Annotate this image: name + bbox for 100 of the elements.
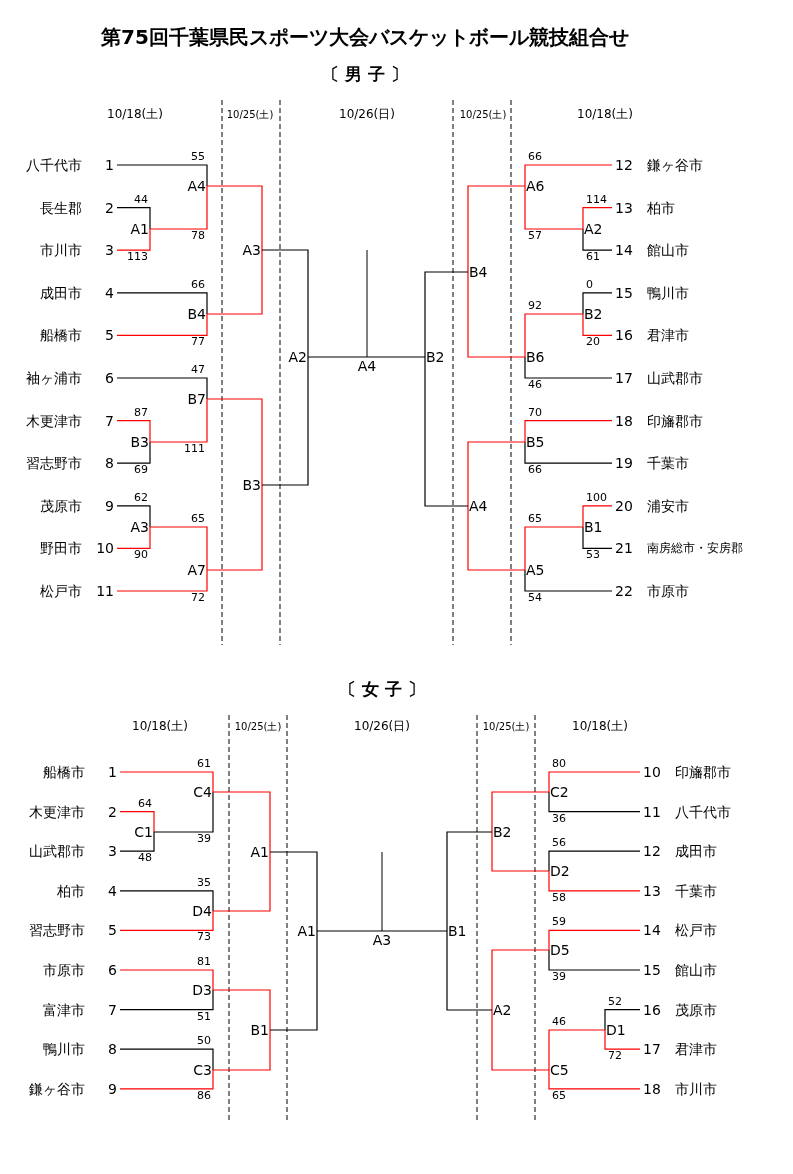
seed-number: 22 (615, 582, 634, 600)
bracket-line (582, 228, 613, 251)
date-heading: 10/25(土) (459, 109, 507, 121)
bracket-line (212, 989, 271, 1031)
team-name: 富津市 (43, 1001, 85, 1018)
team-name: 君津市 (647, 327, 689, 344)
seed-number: 9 (104, 497, 114, 514)
bracket-line (116, 569, 208, 592)
score-label: 39 (552, 971, 566, 984)
bracket-line (119, 890, 214, 912)
score-label: 77 (191, 336, 205, 350)
score-label: 20 (586, 336, 600, 350)
bracket-line (261, 249, 309, 358)
score-label: 73 (197, 931, 211, 945)
team-name: 鎌ヶ谷市 (647, 156, 703, 174)
bracket-line (116, 526, 151, 549)
bracket-line (446, 831, 493, 932)
team-name: 野田市 (40, 540, 82, 557)
match-label: B4 (469, 263, 488, 281)
bracket-line (119, 1069, 214, 1090)
seed-number: 10 (643, 763, 662, 781)
bracket-line (524, 569, 613, 592)
seed-number: 17 (643, 1041, 662, 1058)
team-name: 館山市 (675, 961, 717, 979)
bracket-line (582, 313, 613, 336)
score-label: 50 (197, 1035, 211, 1049)
score-label: 65 (552, 1089, 566, 1103)
bracket-line (206, 484, 263, 571)
score-label: 65 (191, 513, 205, 526)
bracket-line (206, 249, 263, 315)
bracket-line (119, 811, 155, 833)
match-label: A1 (250, 843, 269, 861)
team-name: 習志野市 (26, 455, 82, 472)
match-label: A2 (288, 348, 307, 366)
score-label: 44 (134, 193, 148, 207)
bracket-line (119, 1048, 214, 1071)
match-label: B2 (584, 305, 603, 323)
bracket-line (446, 930, 493, 1011)
section-heading: 〔 男 子 〕 (322, 65, 408, 85)
bracket-line (548, 1029, 606, 1071)
bracket-line (307, 356, 368, 358)
team-name: 鴨川市 (43, 1041, 85, 1058)
team-name: 市原市 (43, 961, 85, 979)
bracket-line (548, 949, 641, 971)
bracket-line (582, 292, 613, 315)
match-label: B6 (526, 348, 545, 366)
match-label: A1 (297, 922, 316, 940)
bracket-line (548, 1069, 641, 1090)
bracket-line (467, 271, 526, 358)
score-label: 48 (138, 852, 152, 865)
bracket-line (524, 164, 613, 187)
match-label: C4 (193, 783, 212, 801)
match-label: D4 (192, 902, 212, 920)
seed-number: 9 (107, 1080, 117, 1097)
bracket-line (582, 207, 613, 230)
team-name: 市川市 (675, 1080, 717, 1097)
bracket-line (424, 356, 469, 507)
team-name: 浦安市 (647, 497, 689, 514)
bracket-line (548, 771, 641, 793)
seed-number: 12 (643, 843, 662, 860)
match-label: A3 (130, 518, 149, 536)
bracket-line (491, 1009, 550, 1071)
team-name: 成田市 (675, 843, 717, 860)
bracket-line (548, 870, 641, 892)
score-label: 58 (552, 891, 566, 905)
score-label: 46 (528, 379, 542, 392)
seed-number: 17 (615, 369, 634, 387)
bracket-line (269, 930, 318, 1031)
seed-number: 19 (615, 455, 634, 472)
bracket-line (119, 989, 214, 1011)
score-label: 66 (528, 151, 542, 164)
bracket-line (119, 969, 214, 991)
date-heading: 10/26(日) (354, 720, 410, 734)
bracket-line (119, 910, 214, 931)
seed-number: 3 (107, 843, 117, 860)
match-label: A4 (357, 358, 377, 375)
match-label: B1 (448, 922, 467, 940)
bracket-line (424, 271, 469, 358)
score-label: 81 (197, 956, 211, 969)
bracket-line (116, 505, 151, 528)
team-name: 船橋市 (40, 327, 82, 344)
score-label: 78 (191, 230, 205, 243)
date-heading: 10/18(土) (132, 720, 188, 734)
bracket-line (316, 930, 383, 932)
match-label: A4 (187, 177, 206, 195)
match-label: B3 (242, 476, 261, 494)
match-label: B2 (426, 348, 445, 366)
score-label: 87 (134, 406, 148, 420)
match-label: B1 (584, 518, 603, 536)
score-label: 61 (197, 758, 211, 771)
bracket-line (381, 930, 448, 932)
score-label: 0 (586, 279, 593, 292)
team-name: 館山市 (647, 242, 689, 259)
bracket-line (548, 791, 641, 813)
score-label: 72 (608, 1050, 622, 1063)
bracket-line (206, 398, 263, 486)
score-label: 80 (552, 758, 566, 771)
bracket-line (119, 831, 155, 852)
bracket-line (582, 505, 613, 528)
match-label: D3 (192, 981, 212, 999)
